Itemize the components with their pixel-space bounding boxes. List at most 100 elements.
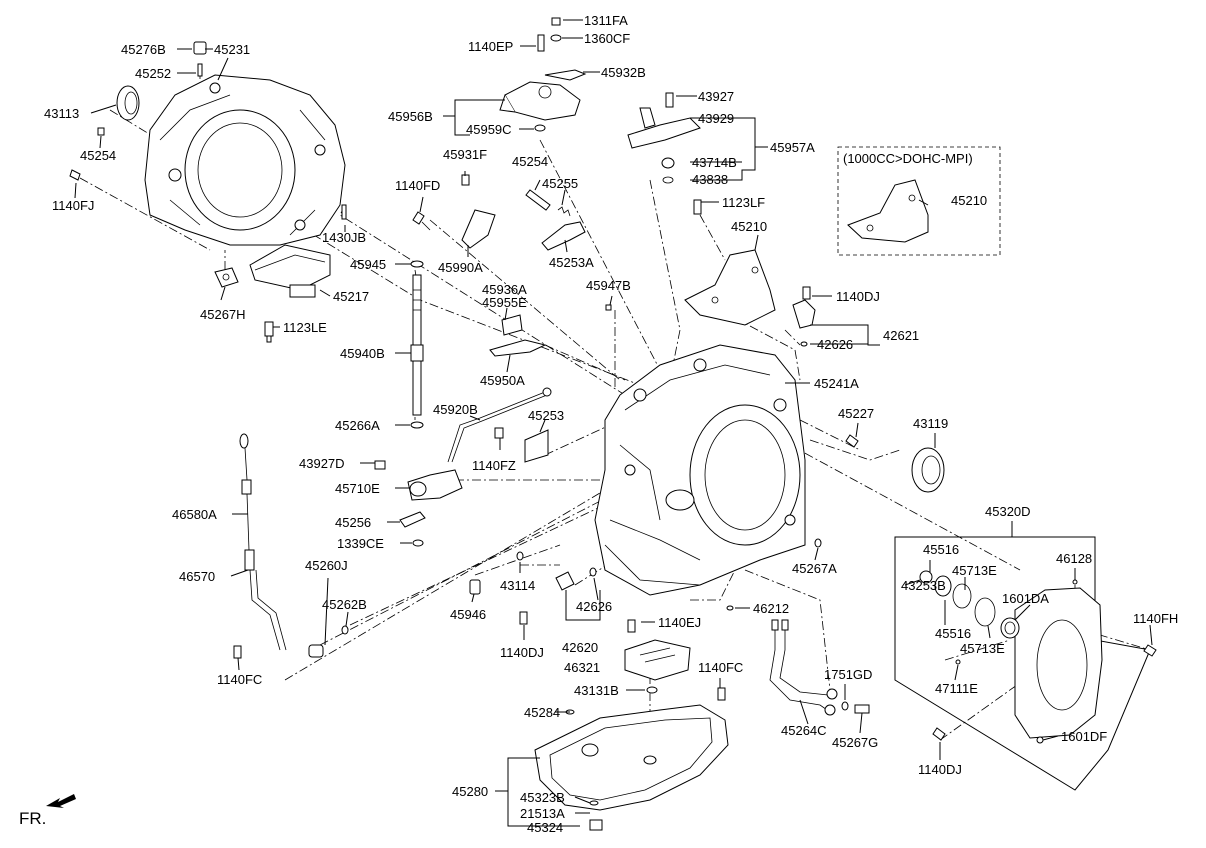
part-label: 43927D	[299, 456, 345, 471]
part-label: 45990A	[438, 260, 483, 275]
part-label: 45947B	[586, 278, 631, 293]
part-label: 45940B	[340, 346, 385, 361]
part-label: 45255	[542, 176, 578, 191]
part-label: 45713E	[952, 563, 997, 578]
part-label: 45267H	[200, 307, 246, 322]
cooler-pipes-drawing	[769, 619, 838, 716]
part-label: 45217	[333, 289, 369, 304]
front-direction-label: FR.	[19, 809, 46, 828]
seal-43119-drawing	[911, 447, 945, 493]
transaxle-case-drawing	[594, 344, 806, 596]
part-label: 1140FZ	[472, 458, 516, 473]
bolt-45267g-drawing	[841, 701, 870, 714]
seal-43113-drawing	[116, 85, 140, 121]
part-label: 45231	[214, 42, 250, 57]
part-label: 45516	[935, 626, 971, 641]
part-label: 45956B	[388, 109, 433, 124]
group-45320d-outline	[894, 536, 1151, 791]
bolt-1123le-drawing	[264, 321, 274, 343]
pin-45256-drawing	[399, 511, 426, 547]
part-label: 45710E	[335, 481, 380, 496]
part-label: 43927	[698, 89, 734, 104]
speed-sensor-drawing	[792, 286, 816, 347]
part-label: 45276B	[121, 42, 166, 57]
detent-lever-drawing	[374, 460, 463, 501]
part-label: 46321	[564, 660, 600, 675]
leader-lines	[74, 19, 1153, 827]
part-label: 45253A	[549, 255, 594, 270]
part-label: 43838	[692, 172, 728, 187]
part-label: 45267G	[832, 735, 878, 750]
part-label: 45950A	[480, 373, 525, 388]
part-label: 45260J	[305, 558, 348, 573]
part-label: 45252	[135, 66, 171, 81]
part-label: 45320D	[985, 504, 1031, 519]
oil-pan-drawing	[534, 704, 729, 831]
part-label: 45266A	[335, 418, 380, 433]
bolts-left-drawing	[69, 63, 347, 220]
detent-spring-drawing	[489, 314, 547, 357]
part-label: 45227	[838, 406, 874, 421]
pin-45947b-drawing	[605, 304, 612, 311]
part-label: 1601DF	[1061, 729, 1107, 744]
dipstick-drawing	[239, 433, 252, 551]
small-items-lower-drawing	[469, 538, 822, 633]
bracket-45253-drawing	[494, 427, 549, 463]
part-label: 43113	[44, 106, 79, 121]
part-label: 1601DA	[1002, 591, 1049, 606]
converter-housing-drawing	[144, 74, 346, 246]
part-label: 1430JB	[322, 230, 366, 245]
bracket-45217-drawing	[249, 244, 331, 298]
bracket-45990a-drawing	[461, 209, 496, 249]
part-label: 46580A	[172, 507, 217, 522]
part-label: 45264C	[781, 723, 827, 738]
part-label: 42620	[562, 640, 598, 655]
part-label: 45955E	[482, 295, 527, 310]
part-label: 1140FD	[395, 178, 440, 193]
part-label: 43131B	[574, 683, 619, 698]
part-label: 42626	[817, 337, 853, 352]
part-number-labels: 1311FA 1360CF 1140EP 45932B 45276B 45231…	[19, 13, 1178, 835]
rod-45920b-drawing	[447, 387, 552, 463]
bolt-1140fd-drawing	[412, 211, 431, 231]
mount-bracket-inset-drawing	[847, 179, 929, 243]
part-label: 1751GD	[824, 667, 872, 682]
part-label: 1140EP	[468, 39, 513, 54]
part-label: 43714B	[692, 155, 737, 170]
part-label: 45254	[80, 148, 116, 163]
part-label: 1140FC	[698, 660, 743, 675]
part-label: 1140FJ	[52, 198, 94, 213]
part-label: 45256	[335, 515, 371, 530]
part-label: 45957A	[770, 140, 815, 155]
part-label: 1140FC	[217, 672, 262, 687]
part-label: 45210	[731, 219, 767, 234]
plug-45260j-drawing	[308, 625, 349, 658]
part-label: 45516	[923, 542, 959, 557]
part-label: 1123LE	[283, 320, 327, 335]
lever-45253a-drawing	[541, 221, 586, 251]
part-label: 42621	[883, 328, 919, 343]
gasket-45267h-drawing	[214, 267, 239, 288]
part-label: 42626	[576, 599, 612, 614]
cap-45276b-drawing	[193, 41, 207, 55]
part-label: 45262B	[322, 597, 367, 612]
part-label: 43929	[698, 111, 734, 126]
part-label: 45253	[528, 408, 564, 423]
part-label: 46570	[179, 569, 215, 584]
seals-side-drawing	[919, 570, 1157, 741]
bolt-1140fc-mid-drawing	[717, 687, 726, 701]
part-label: 46212	[753, 601, 789, 616]
part-label: 45323B	[520, 790, 565, 805]
part-label: 45931F	[443, 147, 487, 162]
part-label: 1140EJ	[658, 615, 701, 630]
part-label: 45946	[450, 607, 486, 622]
shaft-45940b-drawing	[410, 274, 424, 416]
mount-bracket-drawing	[684, 199, 776, 326]
part-label: 45254	[512, 154, 548, 169]
part-label: 1339CE	[337, 536, 384, 551]
oil-filter-drawing	[624, 639, 691, 694]
part-label: 46128	[1056, 551, 1092, 566]
part-label: 45959C	[466, 122, 512, 137]
part-label: 43119	[913, 416, 948, 431]
